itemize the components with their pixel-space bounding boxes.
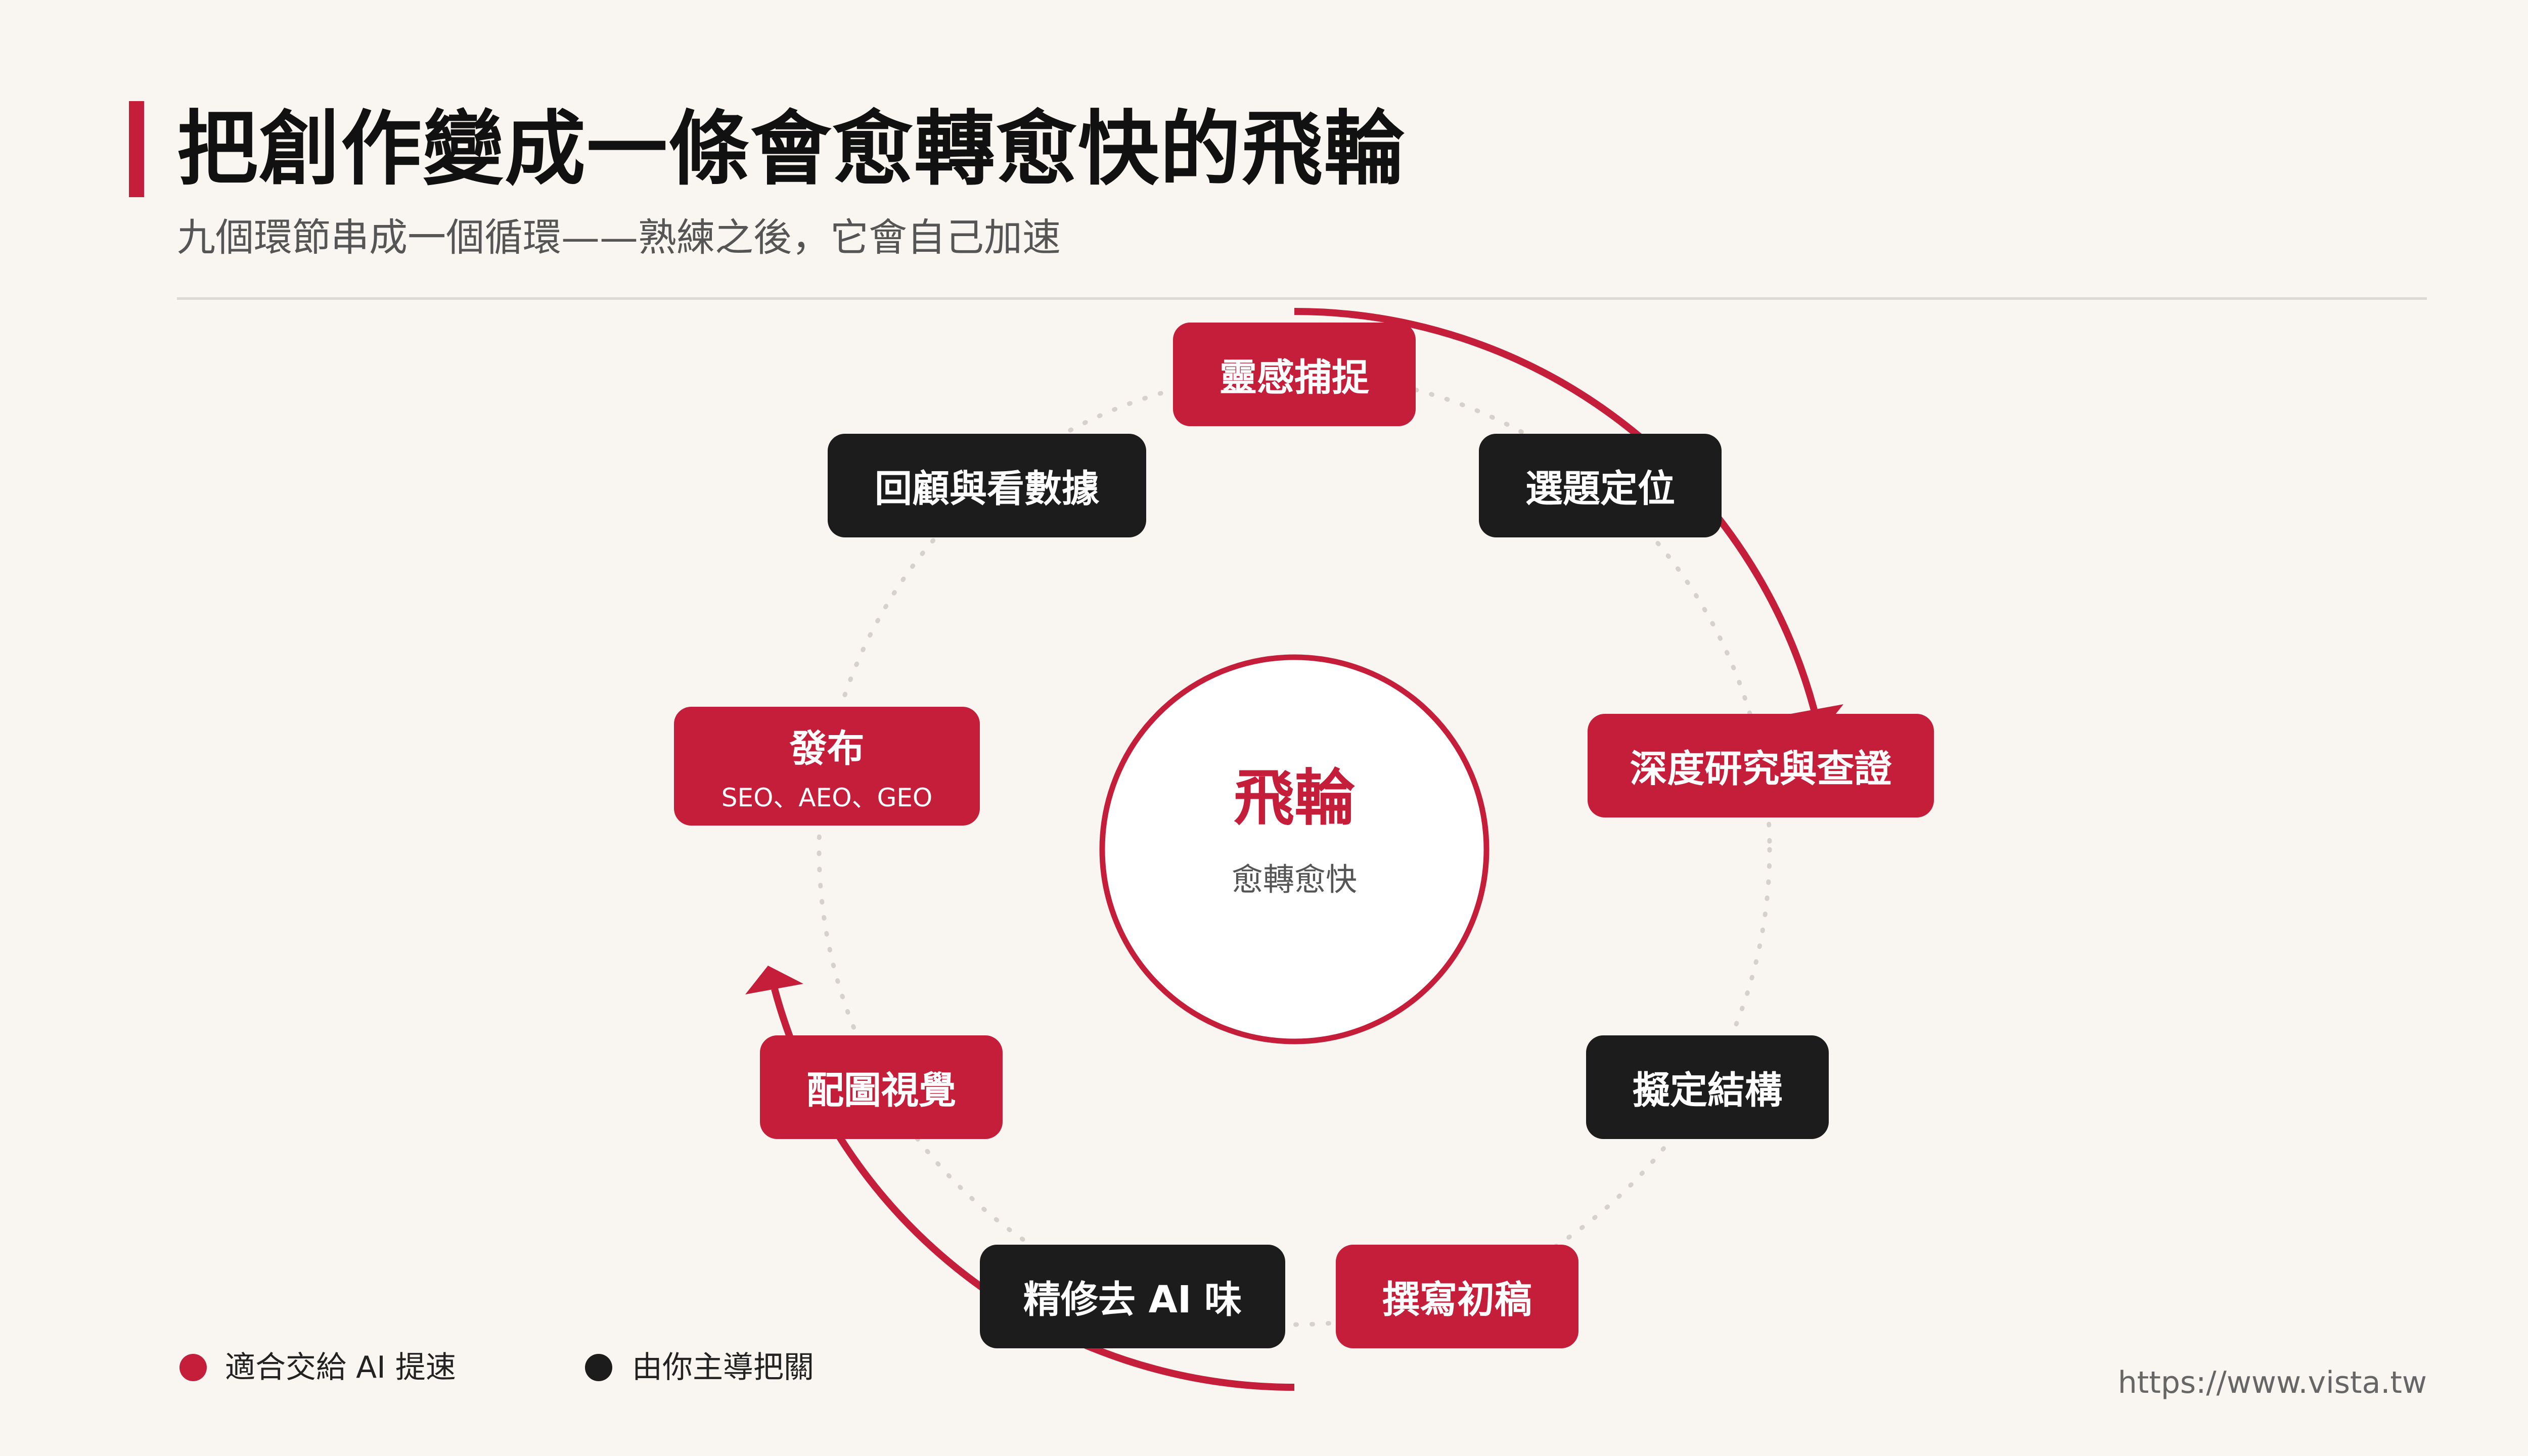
step-topic-positioning: 選題定位 <box>1479 434 1722 537</box>
step-first-draft: 撰寫初稿 <box>1336 1245 1578 1348</box>
step-polish-remove-ai-tone: 精修去 AI 味 <box>980 1245 1285 1348</box>
step-label: 擬定結構 <box>1633 1069 1782 1112</box>
page-title: 把創作變成一條會愈轉愈快的飛輪 <box>177 102 1406 196</box>
step-label: 精修去 AI 味 <box>1023 1278 1242 1322</box>
step-label: 配圖視覺 <box>806 1069 956 1112</box>
step-visuals: 配圖視覺 <box>760 1035 1003 1139</box>
step-label: 選題定位 <box>1525 467 1675 511</box>
title-accent-bar <box>129 101 144 197</box>
legend-ai-dot <box>179 1354 207 1381</box>
cycle-dotted-ring <box>817 372 1772 1327</box>
legend-ai-label: 適合交給 AI 提速 <box>225 1350 456 1385</box>
footer-url: https://www.vista.tw <box>2117 1365 2427 1400</box>
legend-human-label: 由你主導把關 <box>632 1350 814 1385</box>
step-inspiration-capture: 靈感捕捉 <box>1173 323 1416 426</box>
hub-title: 飛輪 <box>1234 763 1355 834</box>
legend-human-dot <box>585 1354 612 1381</box>
step-structure-outline: 擬定結構 <box>1586 1035 1829 1139</box>
step-sublabel: SEO、AEO、GEO <box>721 783 933 812</box>
step-label: 靈感捕捉 <box>1220 356 1369 399</box>
step-research-verification: 深度研究與查證 <box>1588 714 1934 817</box>
step-label: 回顧與看數據 <box>875 467 1099 511</box>
page-subtitle: 九個環節串成一個循環——熟練之後，它會自己加速 <box>177 215 1061 260</box>
rotation-arrowhead-bottom <box>745 966 803 994</box>
step-publish: 發布 SEO、AEO、GEO <box>674 707 980 826</box>
step-label: 深度研究與查證 <box>1630 747 1892 791</box>
flywheel-hub-circle <box>1099 654 1489 1044</box>
step-label: 發布 <box>789 727 865 770</box>
step-review-data: 回顧與看數據 <box>828 434 1146 537</box>
header-divider <box>177 297 2427 300</box>
hub-subtitle: 愈轉愈快 <box>1231 861 1357 898</box>
step-label: 撰寫初稿 <box>1382 1278 1532 1322</box>
rotation-arrow-top <box>1294 308 1818 711</box>
